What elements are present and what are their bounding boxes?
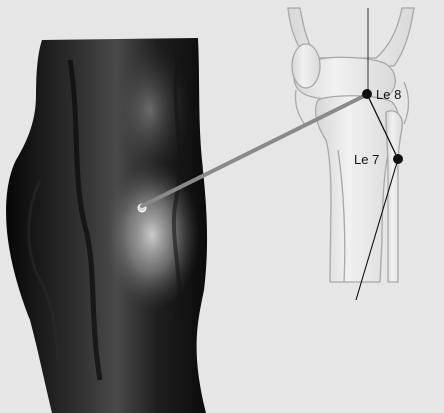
- le7-marker: [393, 154, 403, 164]
- le8-label: Le 8: [376, 87, 401, 102]
- fibula: [386, 111, 402, 282]
- patella: [292, 44, 320, 88]
- knee-bone-illustration: [288, 8, 414, 282]
- bone-outline-right: [404, 82, 409, 124]
- leg-photo: [6, 38, 207, 413]
- bone-outline-left: [295, 90, 306, 126]
- le7-label: Le 7: [354, 152, 379, 167]
- le8-marker: [362, 89, 372, 99]
